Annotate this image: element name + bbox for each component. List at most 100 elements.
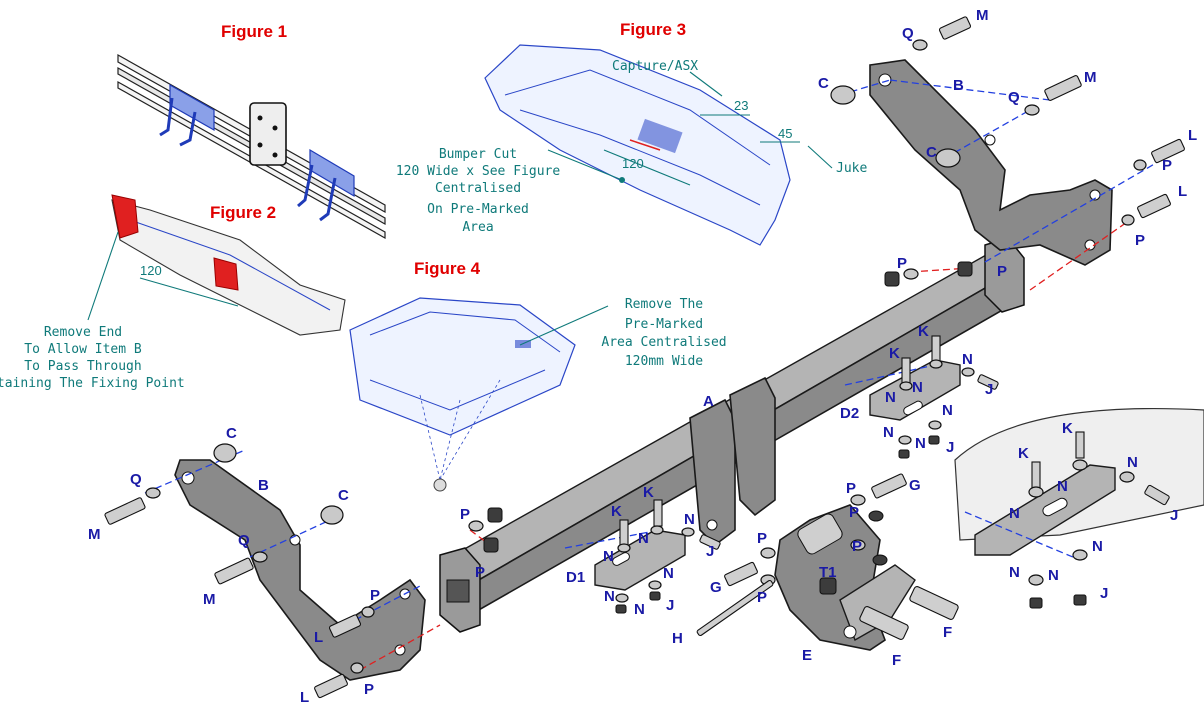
- label-n-inset-5: N: [1009, 564, 1020, 581]
- label-m-top: M: [976, 7, 989, 24]
- label-l-right-2: L: [1178, 183, 1187, 200]
- label-p-right-1: P: [1162, 157, 1172, 174]
- svg-text:Remove The: Remove The: [625, 297, 703, 312]
- label-p-left-2: P: [364, 681, 374, 698]
- label-q-left-1: Q: [130, 471, 142, 488]
- crossbar-a: [439, 237, 1025, 633]
- label-t1: T1: [819, 564, 837, 581]
- label-n-d1-2: N: [638, 530, 649, 547]
- label-q-left-2: Q: [238, 532, 250, 549]
- label-c-left-2: C: [338, 487, 349, 504]
- label-k-inset-2: K: [1018, 445, 1029, 462]
- label-n-d1-4: N: [663, 565, 674, 582]
- figure-4-title: Figure 4: [414, 259, 481, 278]
- label-l-right-1: L: [1188, 127, 1197, 144]
- svg-text:Remove End: Remove End: [44, 325, 122, 340]
- label-p-bar-right-2: P: [997, 263, 1007, 280]
- figure-3-illustration: [484, 44, 791, 246]
- figure-1-illustration: [117, 53, 386, 240]
- figure-2-title: Figure 2: [210, 203, 276, 222]
- bracket-b-right: [869, 59, 1113, 266]
- label-j-d1-2: J: [666, 597, 674, 614]
- fasteners: [104, 16, 1185, 699]
- svg-text:To Allow Item B: To Allow Item B: [24, 342, 142, 357]
- label-n-inset-4: N: [1092, 538, 1103, 555]
- label-c-right: C: [926, 144, 937, 161]
- label-m-left-1: M: [88, 526, 101, 543]
- label-k-d2-2: K: [889, 345, 900, 362]
- label-j-inset-2: J: [1100, 585, 1108, 602]
- label-k-inset-1: K: [1062, 420, 1073, 437]
- label-n-d2-4: N: [942, 402, 953, 419]
- figure-3-juke-label: Juke: [836, 161, 867, 176]
- label-g-right: G: [909, 477, 921, 494]
- svg-text:Centralised: Centralised: [435, 181, 521, 196]
- label-p-plate-3: P: [757, 530, 767, 547]
- label-k-d1-1: K: [643, 484, 654, 501]
- figure-2-dimension: 120: [140, 263, 162, 278]
- label-p-bar-left-1: P: [460, 506, 470, 523]
- label-j-d2-1: J: [985, 381, 993, 398]
- label-n-inset-1: N: [1127, 454, 1138, 471]
- bracket-b-left: [174, 459, 426, 681]
- svg-text:120 Wide x See Figure: 120 Wide x See Figure: [396, 164, 561, 179]
- label-n-d2-5: N: [883, 424, 894, 441]
- label-p-plate-2: P: [849, 504, 859, 521]
- label-n-inset-2: N: [1057, 478, 1068, 495]
- label-p-bar-right-1: P: [897, 255, 907, 272]
- label-l-left-1: L: [314, 629, 323, 646]
- label-d2: D2: [840, 405, 859, 422]
- figure-1-title: Figure 1: [221, 22, 287, 41]
- figure-2-note: Remove End To Allow Item B To Pass Throu…: [0, 325, 185, 391]
- label-f-1: F: [943, 624, 952, 641]
- figure-3-dim-23: 23: [734, 98, 748, 113]
- figure-2-leader: [87, 231, 119, 321]
- label-j-inset-1: J: [1170, 507, 1178, 524]
- label-g-left: G: [710, 579, 722, 596]
- figure-4-note: Remove The Pre-Marked Area Centralised 1…: [601, 297, 726, 369]
- label-m-right: M: [1084, 69, 1097, 86]
- label-q-right: Q: [1008, 89, 1020, 106]
- figure-3-title: Figure 3: [620, 20, 686, 39]
- label-n-d1-5: N: [604, 588, 615, 605]
- figure-3-dim-45: 45: [778, 126, 792, 141]
- label-h: H: [672, 630, 683, 647]
- part-labels: M Q C B M Q C L P L P P P K K N J N N D2…: [88, 7, 1197, 706]
- label-p-plate-4: P: [852, 538, 862, 555]
- svg-text:Area: Area: [462, 220, 493, 235]
- label-p-bar-left-2: P: [475, 564, 485, 581]
- svg-text:120mm Wide: 120mm Wide: [625, 354, 703, 369]
- label-n-d2-1: N: [962, 351, 973, 368]
- label-n-d2-2: N: [912, 379, 923, 396]
- label-a: A: [703, 393, 714, 410]
- label-q-top: Q: [902, 25, 914, 42]
- label-b-left: B: [258, 477, 269, 494]
- figure-2-illustration: [111, 194, 346, 336]
- bracket-detail-inset: [954, 408, 1204, 556]
- label-j-d2-2: J: [946, 439, 954, 456]
- label-p-right-2: P: [1135, 232, 1145, 249]
- label-f-2: F: [892, 652, 901, 669]
- label-n-d1-3: N: [603, 548, 614, 565]
- label-k-d2-1: K: [918, 323, 929, 340]
- label-n-inset-6: N: [1048, 567, 1059, 584]
- label-c-left-1: C: [226, 425, 237, 442]
- svg-text:Retaining The Fixing Point: Retaining The Fixing Point: [0, 376, 185, 391]
- label-p-left-1: P: [370, 587, 380, 604]
- label-n-inset-3: N: [1009, 505, 1020, 522]
- figure-4-illustration: [349, 297, 576, 492]
- label-c-top: C: [818, 75, 829, 92]
- label-k-d1-2: K: [611, 503, 622, 520]
- svg-text:Bumper Cut: Bumper Cut: [439, 147, 517, 162]
- label-b-right: B: [953, 77, 964, 94]
- label-n-d1-1: N: [684, 511, 695, 528]
- svg-text:To Pass Through: To Pass Through: [24, 359, 141, 374]
- label-j-d1-1: J: [706, 543, 714, 560]
- label-n-d2-6: N: [915, 435, 926, 452]
- label-m-left-2: M: [203, 591, 216, 608]
- label-n-d2-3: N: [885, 389, 896, 406]
- figure-3-note: Bumper Cut 120 Wide x See Figure Central…: [396, 147, 561, 235]
- svg-text:Area Centralised: Area Centralised: [601, 335, 726, 350]
- figure-3-capture-label: Capture/ASX: [612, 59, 698, 74]
